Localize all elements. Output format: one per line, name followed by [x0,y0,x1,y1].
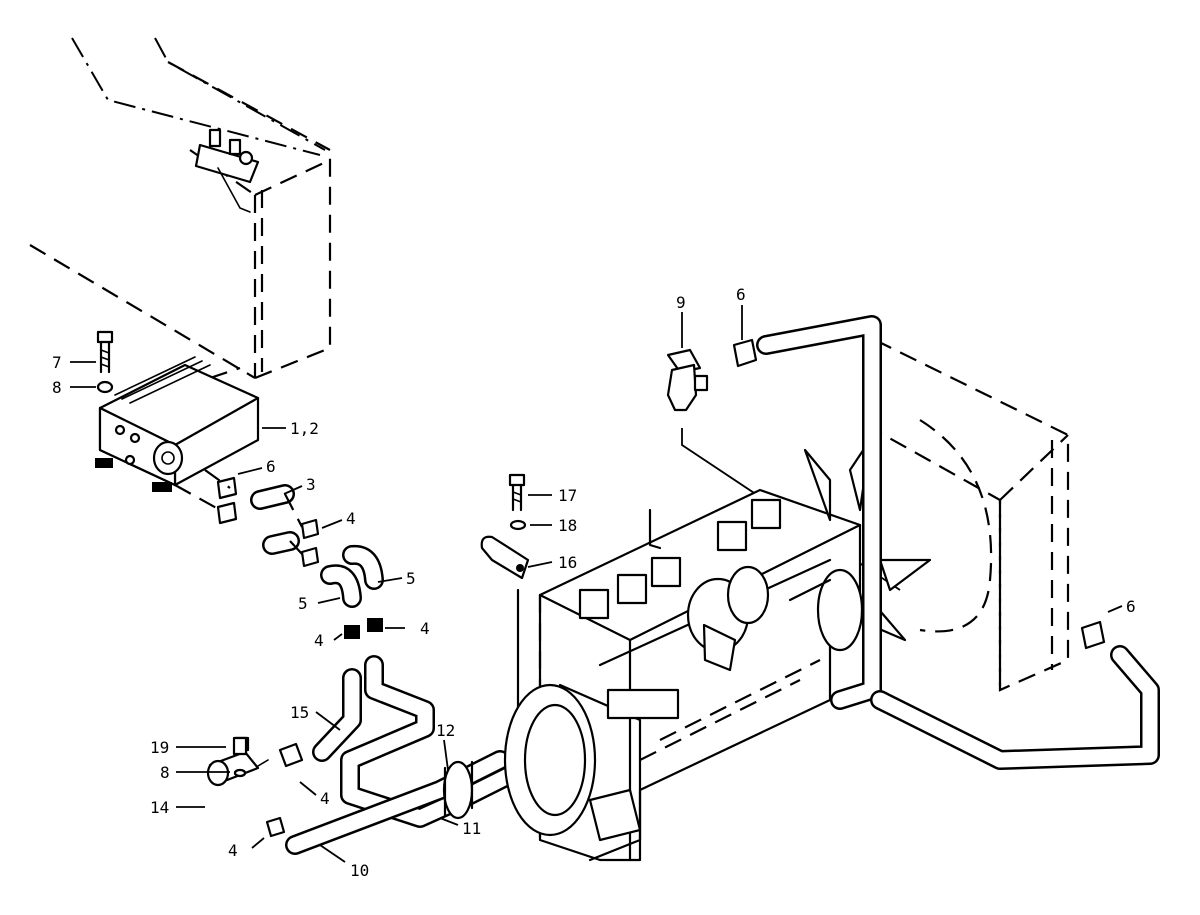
callout-6: 6 [1126,597,1136,616]
hose-clamp-6a [732,338,758,368]
callout-8: 8 [52,378,62,397]
callout-3: 3 [306,475,316,494]
nut-4e [265,816,286,838]
callout-8: 8 [160,763,170,782]
bolt-7 [96,330,114,374]
callout-16: 16 [558,553,577,572]
callout-5: 5 [406,569,416,588]
clamp-hardware [480,473,530,722]
callout-10: 10 [350,861,369,880]
callout-7: 7 [52,353,62,372]
callout-12: 12 [436,721,455,740]
callout-4: 4 [314,631,324,650]
callout-1-2: 1,2 [290,419,319,438]
assembly-link-lines [174,469,304,556]
screw-19 [232,736,248,756]
fuel-filter-assembly [95,356,260,492]
fittings-column [216,476,384,639]
callout-6: 6 [266,457,276,476]
coolant-pipes [756,315,1160,770]
washer-8b [233,768,247,778]
callout-4: 4 [320,789,330,808]
callout-9: 9 [676,293,686,312]
callout-18: 18 [558,516,577,535]
nut-4d [278,742,304,768]
fuel-lines [285,655,530,855]
phantom-vehicle-outline [29,37,332,380]
callout-15: 15 [290,703,309,722]
tank-valve-cluster [194,128,260,213]
callout-labels: 9 6 7 8 1,2 6 3 17 4 18 16 5 5 4 4 6 15 … [52,285,1136,880]
engine-block [503,488,864,862]
hose-clamp-6c [1080,620,1106,650]
callout-17: 17 [558,486,577,505]
callout-5: 5 [298,594,308,613]
callout-6: 6 [736,285,746,304]
callout-4: 4 [228,841,238,860]
callout-4: 4 [420,619,430,638]
callout-11: 11 [462,819,481,838]
callout-4: 4 [346,509,356,528]
callout-19: 19 [150,738,169,757]
washer-8 [96,380,114,394]
callout-leaders [70,305,1123,863]
callout-14: 14 [150,798,169,817]
